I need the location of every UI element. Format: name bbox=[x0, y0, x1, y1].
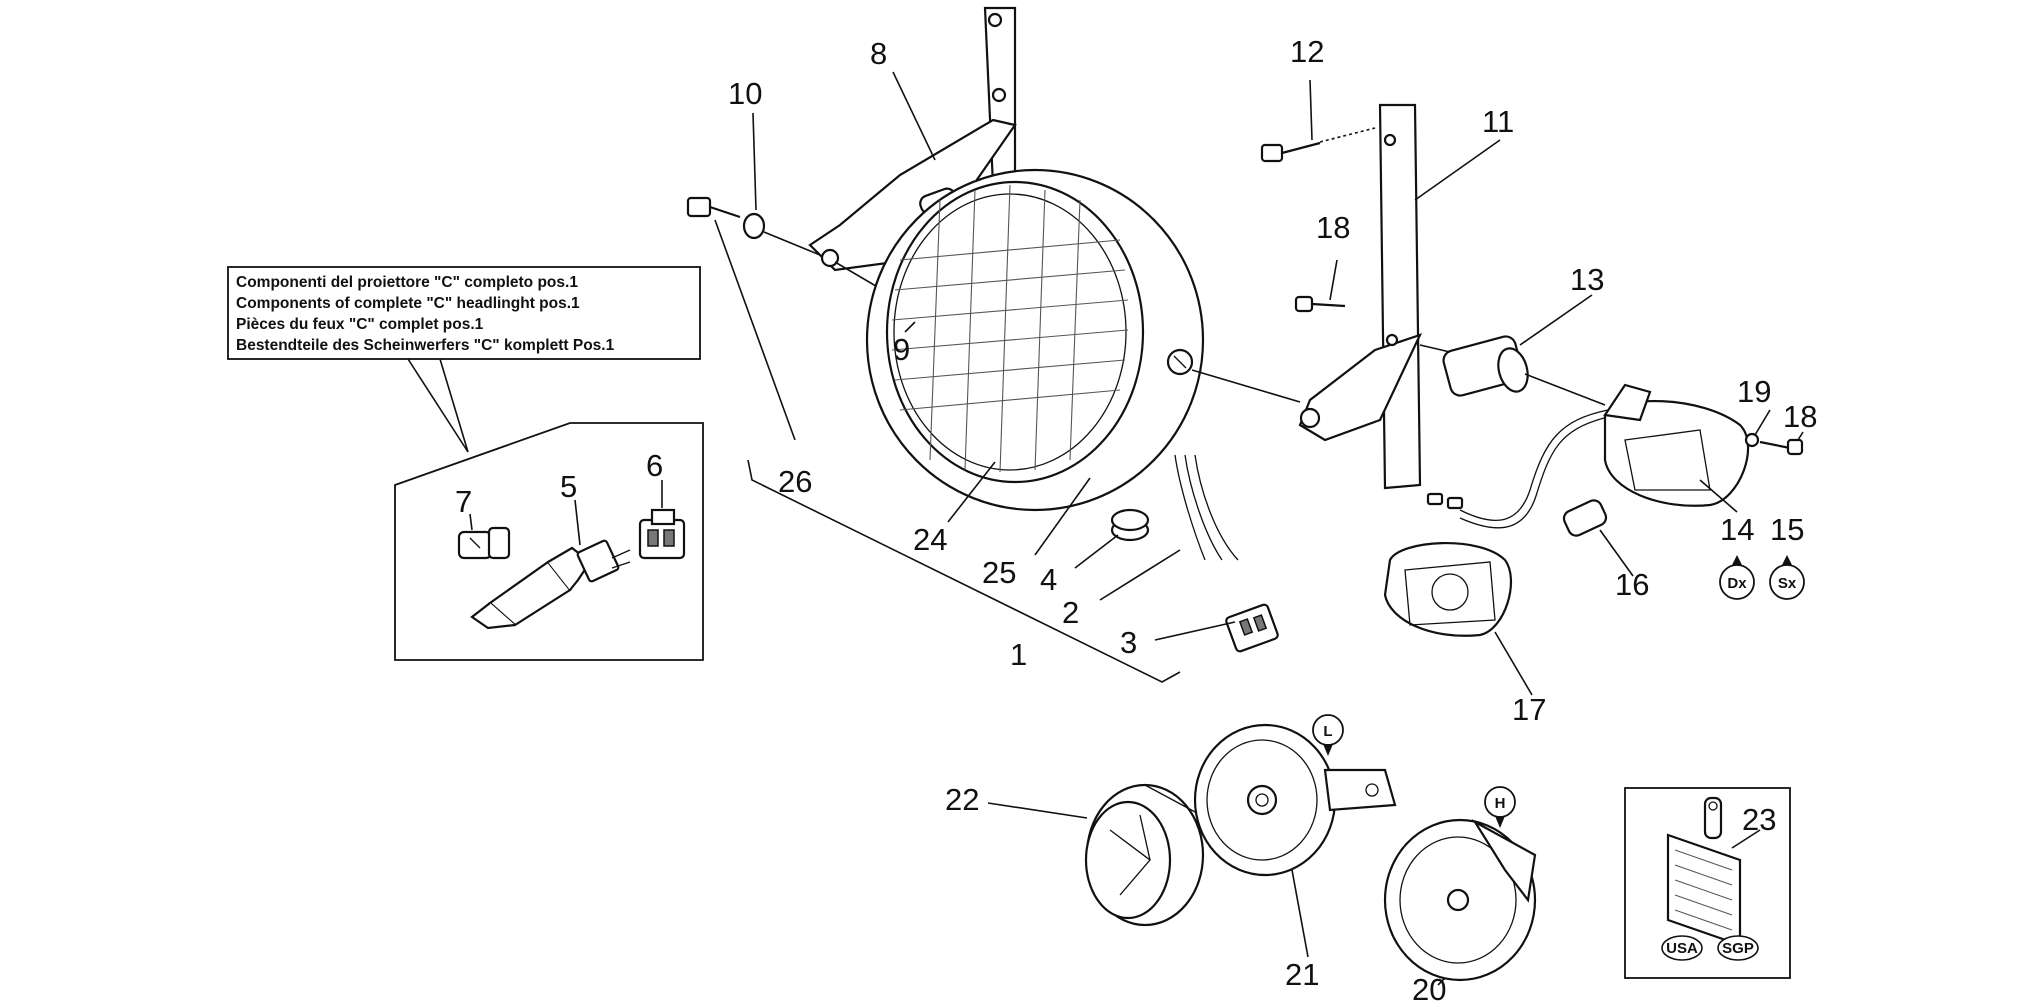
callout-numbers: 1 2 3 4 8 9 10 11 12 13 14 15 16 17 18 1… bbox=[728, 34, 1817, 1002]
callout-26: 26 bbox=[778, 464, 812, 499]
headlight-wire bbox=[1174, 454, 1206, 561]
connector-part-3 bbox=[1225, 603, 1279, 653]
sgp-badge bbox=[1717, 935, 1759, 961]
callout-4: 4 bbox=[1040, 562, 1057, 597]
l-badge: L bbox=[1312, 714, 1344, 756]
callout-12: 12 bbox=[1290, 34, 1324, 69]
lens-grid bbox=[891, 184, 1129, 473]
note-line-fr: Pièces du feux "C" complet pos.1 bbox=[236, 316, 484, 333]
callout-25: 25 bbox=[982, 555, 1016, 590]
bulb-part-16 bbox=[1562, 499, 1608, 537]
sgp-badge-label: SGP bbox=[1722, 940, 1754, 957]
indicator-part-17 bbox=[1383, 542, 1513, 637]
indicator-wire bbox=[1459, 409, 1609, 521]
sx-badge: Sx bbox=[1769, 555, 1805, 600]
callout-8: 8 bbox=[870, 36, 887, 71]
headlight-part-24 bbox=[865, 168, 1205, 512]
callout-14: 14 bbox=[1720, 512, 1754, 547]
callout-22: 22 bbox=[945, 782, 979, 817]
connector-part-6 bbox=[638, 508, 686, 560]
screw-part-10 bbox=[686, 196, 821, 256]
sx-badge-label: Sx bbox=[1778, 575, 1797, 592]
small-bulb-part-7 bbox=[457, 526, 511, 560]
leader-lines bbox=[714, 71, 1804, 986]
callout-1: 1 bbox=[1010, 637, 1027, 672]
callout-10: 10 bbox=[728, 76, 762, 111]
screw-part-18-lower bbox=[1744, 432, 1804, 456]
callout-24: 24 bbox=[913, 522, 947, 557]
h4-bulb-part-5 bbox=[470, 539, 631, 630]
bulb-inset: 7 5 6 bbox=[394, 422, 704, 661]
note-line-it: Componenti del proiettore "C" completo p… bbox=[236, 274, 578, 291]
callout-2: 2 bbox=[1062, 595, 1079, 630]
screw-part-18-upper bbox=[1294, 295, 1346, 313]
indicator-part-14 bbox=[1603, 383, 1750, 507]
callout-18-lower: 18 bbox=[1783, 399, 1817, 434]
l-badge-label: L bbox=[1323, 723, 1332, 740]
callout-19: 19 bbox=[1737, 374, 1771, 409]
callout-16: 16 bbox=[1615, 567, 1649, 602]
note-pointer-left bbox=[407, 358, 469, 453]
note-pointer-right bbox=[439, 358, 469, 453]
assembly-bracket-1 bbox=[747, 459, 1181, 683]
callout-3: 3 bbox=[1120, 625, 1137, 660]
callout-21: 21 bbox=[1285, 957, 1319, 992]
note-frame bbox=[227, 266, 701, 360]
components-note: Componenti del proiettore "C" completo p… bbox=[227, 266, 701, 453]
callout-23: 23 bbox=[1742, 802, 1776, 837]
reflector-inset: USA SGP bbox=[1624, 787, 1791, 979]
horn-cover-part-22 bbox=[1084, 783, 1211, 927]
usa-badge bbox=[1661, 935, 1703, 961]
screw-part-12 bbox=[1260, 141, 1321, 163]
callout-13: 13 bbox=[1570, 262, 1604, 297]
usa-badge-label: USA bbox=[1666, 940, 1698, 957]
indicator-stem-part-13 bbox=[1442, 335, 1529, 397]
dx-badge-label: Dx bbox=[1727, 575, 1747, 592]
grommet-part-4 bbox=[1110, 508, 1150, 542]
callout-17: 17 bbox=[1512, 692, 1546, 727]
bracket-part-11 bbox=[1298, 103, 1423, 490]
callout-20: 20 bbox=[1412, 972, 1446, 1002]
callout-6: 6 bbox=[646, 448, 663, 483]
callout-18-upper: 18 bbox=[1316, 210, 1350, 245]
h-badge: H bbox=[1484, 786, 1516, 828]
callout-15: 15 bbox=[1770, 512, 1804, 547]
note-line-de: Bestendteile des Scheinwerfers "C" kompl… bbox=[236, 337, 615, 354]
dx-badge: Dx bbox=[1719, 555, 1755, 600]
inset-frame bbox=[394, 422, 704, 661]
callout-5: 5 bbox=[560, 469, 577, 504]
note-line-en: Components of complete "C" headlinght po… bbox=[236, 295, 580, 312]
callout-11: 11 bbox=[1482, 104, 1514, 139]
horn-part-20 bbox=[1383, 818, 1537, 982]
callout-7: 7 bbox=[455, 484, 472, 519]
horn-part-21 bbox=[1193, 723, 1397, 877]
callout-9: 9 bbox=[893, 332, 910, 367]
h-badge-label: H bbox=[1495, 795, 1506, 812]
